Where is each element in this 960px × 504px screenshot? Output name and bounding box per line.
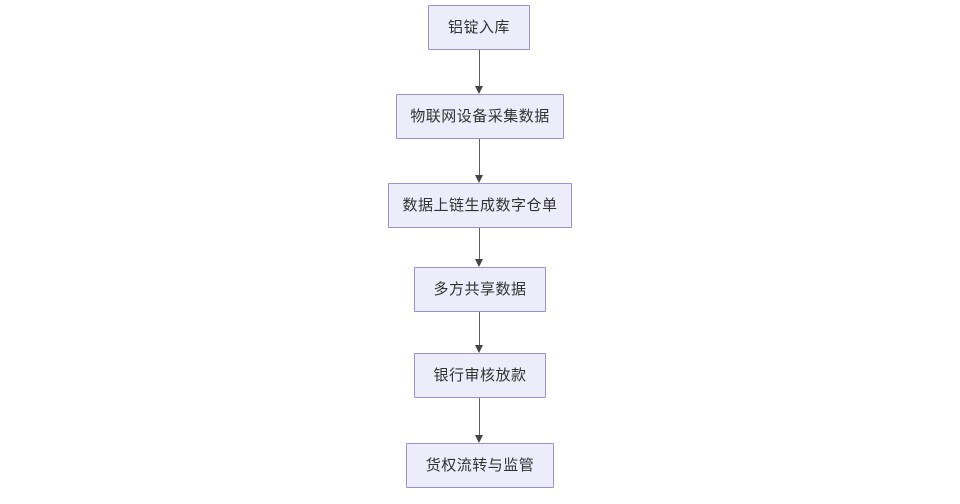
flow-node-label: 数据上链生成数字仓单 <box>402 196 558 214</box>
edge-line <box>479 312 480 345</box>
flow-node-label: 多方共享数据 <box>433 280 527 298</box>
arrow-down-icon <box>475 175 483 183</box>
arrow-down-icon <box>475 259 483 267</box>
arrow-down-icon <box>475 86 483 94</box>
edge-line <box>479 228 480 259</box>
flow-node-iot-device-data-collection[interactable]: 物联网设备采集数据 <box>396 94 564 139</box>
flow-node-label: 物联网设备采集数据 <box>410 107 550 125</box>
flow-node-bank-review-disbursement[interactable]: 银行审核放款 <box>414 353 546 398</box>
edge-line <box>479 50 480 86</box>
flow-node-label: 银行审核放款 <box>433 366 527 384</box>
arrow-down-icon <box>475 435 483 443</box>
edge-line <box>479 139 480 175</box>
flow-node-multiparty-data-sharing[interactable]: 多方共享数据 <box>414 267 546 312</box>
flow-node-label: 铝锭入库 <box>447 18 510 36</box>
flow-node-label: 货权流转与监管 <box>425 456 535 474</box>
edge-line <box>479 398 480 435</box>
flow-node-aluminum-ingot-inbound[interactable]: 铝锭入库 <box>428 5 530 50</box>
flow-node-goods-rights-transfer-supervision[interactable]: 货权流转与监管 <box>406 443 554 488</box>
arrow-down-icon <box>475 345 483 353</box>
flow-node-onchain-digital-warehouse-receipt[interactable]: 数据上链生成数字仓单 <box>388 183 572 228</box>
